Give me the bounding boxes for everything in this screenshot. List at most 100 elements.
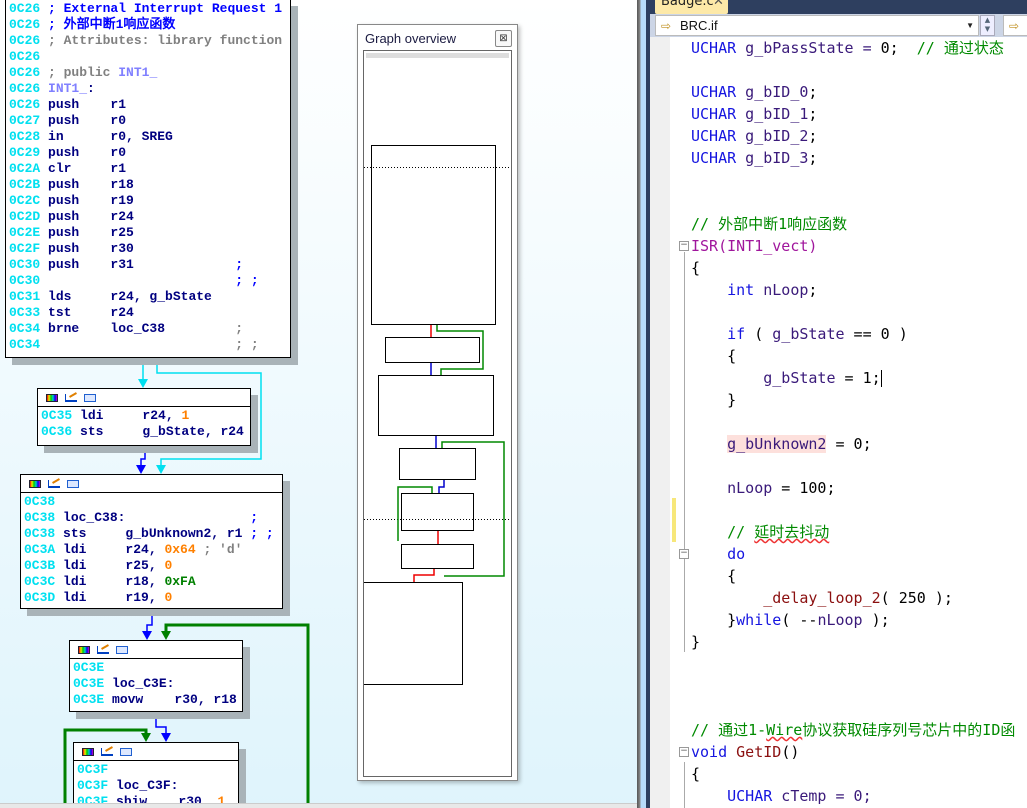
scope-dropdown-value: BRC.if (680, 18, 718, 33)
code-token: ; (808, 149, 818, 167)
pane-splitter[interactable] (637, 0, 650, 808)
member-dropdown[interactable]: ⇨i (1003, 15, 1027, 36)
node-header (70, 641, 242, 659)
asm-line: 0C34 ; ; (9, 337, 290, 353)
code-token: { (691, 347, 737, 365)
address: 0C38 (24, 510, 64, 525)
asm-token: push r25 (48, 225, 134, 240)
address: 0C2E (9, 225, 49, 240)
asm-token: : (87, 81, 95, 96)
code-token (691, 281, 727, 299)
asm-token: push r19 (48, 193, 134, 208)
asm-token: push r18 (48, 177, 134, 192)
asm-token: 0x64 (164, 542, 196, 557)
code-line: // 外部中断1响应函数 (691, 213, 1015, 235)
code-token: 协议获取硅序列号芯片中的ID函 (802, 721, 1016, 739)
color-icon[interactable] (46, 394, 58, 402)
graph-edge (63, 728, 148, 808)
code-token: ( -- (781, 611, 818, 629)
asm-line: 0C2B push r18 (9, 177, 290, 193)
asm-token: tst r24 (48, 305, 134, 320)
asm-line: 0C2F push r30 (9, 241, 290, 257)
asm-token: clr r1 (48, 161, 127, 176)
graph-overview-canvas[interactable] (363, 50, 512, 777)
text-view-icon[interactable] (120, 748, 132, 756)
address: 0C28 (9, 129, 49, 144)
code-editor[interactable]: Badge.c✕ ⇨BRC.if▼ ▲▼ ⇨i − − − UCHAR g_bP… (650, 0, 1027, 808)
asm-line: 0C26 ; Attributes: library function (9, 33, 290, 49)
asm-token: ldi r24, (63, 542, 165, 557)
split-spinner[interactable]: ▲▼ (980, 15, 995, 36)
graph-edge (156, 358, 262, 466)
code-line: }while( --nLoop ); (691, 609, 1015, 631)
asm-token: push r31 (48, 257, 134, 272)
asm-token: ; (125, 510, 259, 525)
code-token: 0; (880, 39, 917, 57)
text-view-icon[interactable] (84, 394, 96, 402)
asm-token: movw r30, r18 (112, 692, 237, 707)
asm-token: ; 'd' (195, 542, 243, 557)
asm-token: ldi r19, (63, 590, 165, 605)
code-line: } (691, 631, 1015, 653)
change-marker (672, 498, 676, 542)
graph-overview-window[interactable]: Graph overview ⊠ (357, 24, 518, 781)
code-token: nLoop (727, 479, 773, 497)
code-line: // 通过1-Wire协议获取硅序列号芯片中的ID函 (691, 719, 1015, 741)
code-token: () (781, 743, 800, 761)
asm-token: 0xFA (164, 574, 196, 589)
address: 0C3B (24, 558, 64, 573)
code-line: UCHAR g_bID_3; (691, 147, 1015, 169)
text-view-icon[interactable] (116, 646, 128, 654)
fold-collapse-icon[interactable]: − (679, 240, 689, 251)
code-line (691, 59, 1015, 81)
fold-collapse-icon[interactable]: − (679, 746, 689, 757)
asm-line: 0C30 push r31 ; (9, 257, 290, 273)
color-icon[interactable] (78, 646, 90, 654)
close-icon[interactable]: ✕ (713, 0, 724, 9)
rename-graph-icon[interactable] (48, 480, 60, 488)
code-token: while (736, 611, 782, 629)
close-icon[interactable]: ⊠ (495, 30, 512, 47)
address: 0C38 (24, 526, 64, 541)
asm-token: 1 (217, 794, 226, 808)
node-header (21, 475, 282, 493)
address: 0C34 (9, 321, 49, 336)
overview-node (399, 448, 476, 480)
tab-badge-c[interactable]: Badge.c✕ (655, 0, 728, 14)
asm-token: ; ; (40, 337, 259, 352)
asm-line: 0C3D ldi r19, 0 (24, 590, 282, 606)
overview-edge (441, 441, 505, 577)
color-icon[interactable] (82, 748, 94, 756)
asm-line: 0C35 ldi r24, 1 (41, 408, 250, 424)
asm-line: 0C28 in r0, SREG (9, 129, 290, 145)
code-token: nLoop (754, 281, 809, 299)
rename-graph-icon[interactable] (65, 394, 77, 402)
fold-collapse-icon[interactable]: − (679, 548, 689, 559)
code-line (691, 301, 1015, 323)
code-token: UCHAR (691, 105, 737, 123)
asm-token: INT1_ (118, 65, 158, 80)
asm-token: ; ; (40, 273, 259, 288)
code-token: // 外部中断1响应函数 (691, 215, 848, 233)
asm-token: ldi r18, (63, 574, 165, 589)
overview-scrollbar[interactable] (366, 53, 509, 58)
text-view-icon[interactable] (67, 480, 79, 488)
rename-graph-icon[interactable] (97, 646, 109, 654)
asm-line: 0C3F (77, 762, 238, 778)
arrow-head-icon (141, 733, 151, 742)
asm-token: ; (165, 321, 244, 336)
address: 0C2A (9, 161, 49, 176)
code-token: ( (745, 325, 773, 343)
overview-edge (438, 480, 445, 493)
scope-dropdown[interactable]: ⇨BRC.if▼ (655, 15, 979, 36)
rename-graph-icon[interactable] (101, 748, 113, 756)
asm-line: 0C2D push r24 (9, 209, 290, 225)
color-icon[interactable] (29, 480, 41, 488)
